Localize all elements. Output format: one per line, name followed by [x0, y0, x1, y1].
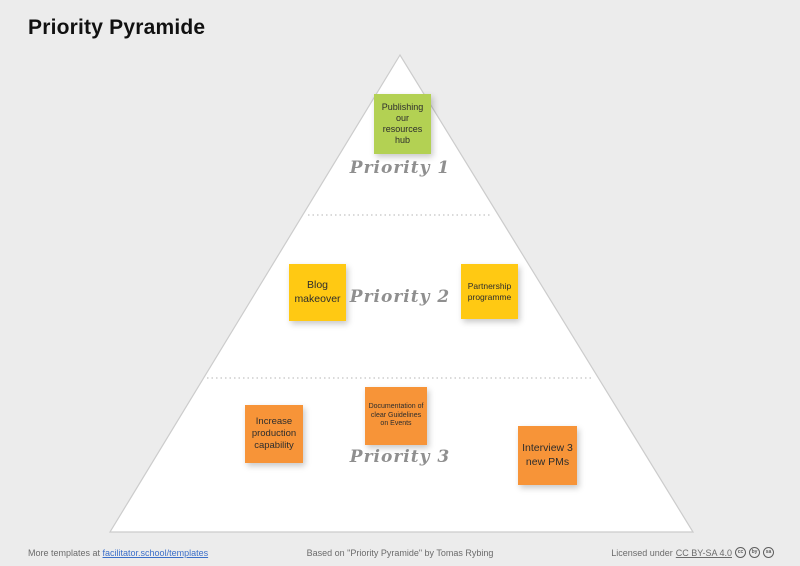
footer-attribution: Based on "Priority Pyramide" by Tomas Ry…: [306, 548, 494, 558]
license-link[interactable]: CC BY-SA 4.0: [675, 547, 732, 558]
priority-3-label: Priority 3: [349, 447, 451, 467]
attribution-person-icon[interactable]: by: [749, 547, 760, 558]
priority-2-label: Priority 2: [349, 287, 451, 307]
share-alike-icon[interactable]: sa: [763, 547, 774, 558]
sticky-note-documentation-guidelines[interactable]: Documentation of clear Guidelines on Eve…: [365, 387, 427, 445]
sticky-note-interview-pms[interactable]: Interview 3 new PMs: [518, 426, 577, 485]
footer-templates-prefix: More templates at: [28, 548, 103, 558]
footer-templates: More templates at facilitator.school/tem…: [28, 548, 208, 558]
cc-icon[interactable]: cc: [735, 547, 746, 558]
sticky-note-blog-makeover[interactable]: Blog makeover: [289, 264, 346, 321]
priority-1-label: Priority 1: [349, 158, 451, 178]
footer-license: Licensed under CC BY-SA 4.0 cc by sa: [611, 547, 774, 558]
templates-link[interactable]: facilitator.school/templates: [102, 548, 209, 558]
page-title: Priority Pyramide: [28, 16, 206, 39]
sticky-note-partnership-programme[interactable]: Partnership programme: [461, 264, 518, 319]
sticky-note-increase-production[interactable]: Increase production capability: [245, 405, 303, 463]
sticky-note-publishing-resources-hub[interactable]: Publishing our resources hub: [374, 94, 431, 154]
footer-license-prefix: Licensed under: [611, 547, 673, 558]
